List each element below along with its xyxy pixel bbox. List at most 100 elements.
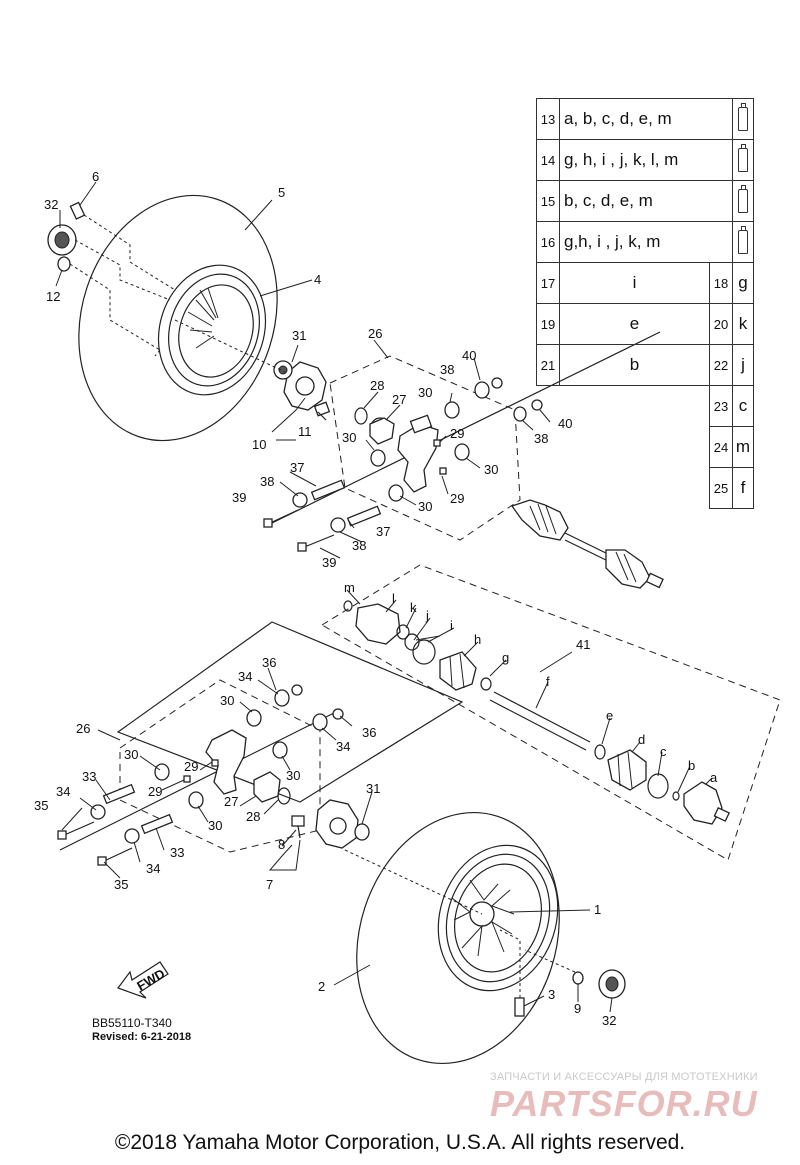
- callout-29-b: 29: [450, 491, 464, 506]
- callout-28-upper: 28: [370, 378, 384, 393]
- legend-num: 19: [536, 303, 560, 345]
- callout-1: 1: [594, 902, 601, 917]
- callout-36-a: 36: [262, 655, 276, 670]
- legend-num: 24: [709, 426, 733, 468]
- callout-40-b: 40: [558, 416, 572, 431]
- callout-39-b: 39: [322, 555, 336, 570]
- drawing-id: BB55110-T340: [92, 1016, 172, 1030]
- callout-35-b: 35: [114, 877, 128, 892]
- callout-33-b: 33: [170, 845, 184, 860]
- legend-letters: a, b, c, d, e, m: [559, 98, 733, 140]
- fwd-label: FWD: [134, 966, 167, 994]
- legend-letters: g: [732, 262, 754, 304]
- callout-34-b: 34: [336, 739, 350, 754]
- callout-m: m: [344, 580, 355, 595]
- legend-letters: g, h, i , j, k, l, m: [559, 139, 733, 181]
- callout-e: e: [606, 708, 613, 723]
- callout-28-lower: 28: [246, 809, 260, 824]
- callout-34-c: 34: [56, 784, 70, 799]
- callout-i: i: [450, 618, 453, 633]
- callout-30-g: 30: [286, 768, 300, 783]
- legend-num: 15: [536, 180, 560, 222]
- callout-34-d: 34: [146, 861, 160, 876]
- callout-37-a: 37: [290, 460, 304, 475]
- callout-33-a: 33: [82, 769, 96, 784]
- legend-num: 21: [536, 344, 560, 386]
- legend-row-23: 23 c: [537, 385, 754, 427]
- callout-31-upper: 31: [292, 328, 306, 343]
- callout-30-f: 30: [124, 747, 138, 762]
- watermark-logo: PARTSFOR.RU: [490, 1083, 758, 1124]
- callout-26-lower: 26: [76, 721, 90, 736]
- legend-row-15: 15 b, c, d, e, m: [536, 180, 754, 222]
- callout-32-lower: 32: [602, 1013, 616, 1028]
- grease-tube-icon: [732, 139, 754, 181]
- legend-letters: c: [732, 385, 754, 427]
- fwd-arrow: FWD: [117, 961, 169, 999]
- callout-2: 2: [318, 979, 325, 994]
- grease-tube-icon: [732, 98, 754, 140]
- callout-30-c: 30: [484, 462, 498, 477]
- callout-j: j: [425, 608, 429, 623]
- legend-num: 23: [709, 385, 733, 427]
- callout-39-a: 39: [232, 490, 246, 505]
- lower-knuckle-assembly: [57, 621, 464, 866]
- callout-k: k: [410, 600, 417, 615]
- callout-30-h: 30: [208, 818, 222, 833]
- lower-tire: [344, 811, 560, 1065]
- callout-37-b: 37: [376, 524, 390, 539]
- callout-10: 10: [252, 437, 266, 452]
- legend-row-14: 14 g, h, i , j, k, l, m: [536, 139, 754, 181]
- lower-cap-parts: [499, 929, 626, 1017]
- callout-9: 9: [574, 1001, 581, 1016]
- callout-40-a: 40: [462, 348, 476, 363]
- leader-lines: [55, 181, 713, 1013]
- legend-letters: b: [559, 344, 710, 386]
- callout-g: g: [502, 650, 509, 665]
- legend-row-19-20: 19 e 20 k: [536, 303, 754, 345]
- legend-num: 25: [709, 467, 733, 509]
- legend-letters: i: [559, 262, 710, 304]
- upper-hub: [273, 360, 331, 421]
- callout-30-b: 30: [342, 430, 356, 445]
- cv-axle-kit: [321, 564, 781, 861]
- grease-tube-icon: [732, 221, 754, 263]
- legend-row-16: 16 g,h, i , j, k, m: [536, 221, 754, 263]
- callout-l: l: [392, 591, 395, 606]
- legend-letters: f: [732, 467, 754, 509]
- callout-41: 41: [576, 637, 590, 652]
- drawing-id-block: BB55110-T340 Revised: 6-21-2018: [92, 1016, 191, 1044]
- callout-38-a: 38: [440, 362, 454, 377]
- callout-b: b: [688, 758, 695, 773]
- callout-38-b: 38: [534, 431, 548, 446]
- watermark-tagline: ЗАПЧАСТИ И АКСЕССУАРЫ ДЛЯ МОТОТЕХНИКИ: [490, 1071, 758, 1083]
- callout-h: h: [474, 632, 481, 647]
- callout-4: 4: [314, 272, 321, 287]
- upper-assembly-lines: [69, 214, 286, 373]
- legend-num: 18: [709, 262, 733, 304]
- callout-38-c: 38: [260, 474, 274, 489]
- legend-letters: j: [732, 344, 754, 386]
- callout-27-lower: 27: [224, 794, 238, 809]
- callout-30-e: 30: [220, 693, 234, 708]
- legend-letters: k: [732, 303, 754, 345]
- callout-30-a: 30: [418, 385, 432, 400]
- legend-letters: g,h, i , j, k, m: [559, 221, 733, 263]
- upper-knuckle-assembly: [263, 331, 661, 552]
- callout-3: 3: [548, 987, 555, 1002]
- lower-hub: [291, 799, 370, 849]
- callout-5: 5: [278, 185, 285, 200]
- lubricant-legend-table: 13 a, b, c, d, e, m 14 g, h, i , j, k, l…: [536, 98, 754, 509]
- callout-30-d: 30: [418, 499, 432, 514]
- callout-29-a: 29: [450, 426, 464, 441]
- callout-7: 7: [266, 877, 273, 892]
- callout-f: f: [546, 674, 550, 689]
- callout-8: 8: [278, 837, 285, 852]
- callout-11: 11: [298, 424, 312, 439]
- legend-num: 20: [709, 303, 733, 345]
- callout-36-b: 36: [362, 725, 376, 740]
- legend-letters: m: [732, 426, 754, 468]
- upper-drive-shaft: [510, 499, 664, 589]
- legend-num: 17: [536, 262, 560, 304]
